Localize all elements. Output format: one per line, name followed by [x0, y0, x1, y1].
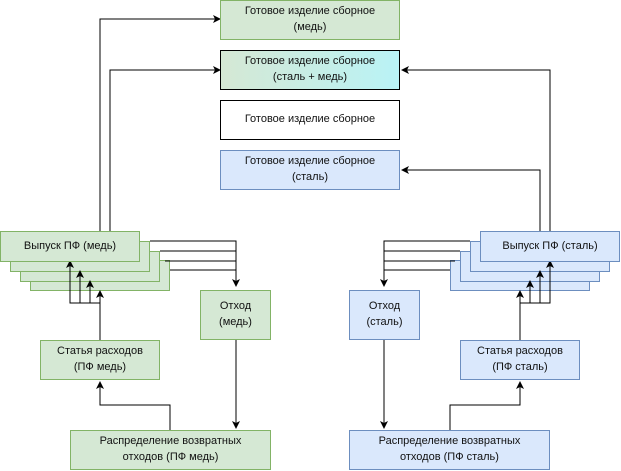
waste-steel-line2: (сталь) — [366, 316, 403, 328]
product-steel-copper-box[interactable]: Готовое изделие сборное (сталь + медь) — [220, 50, 400, 90]
arrow-expense-steel-to-release-1 — [519, 260, 554, 340]
arrow-release-steel-to-product-mixed — [401, 66, 551, 231]
product-steel-copper-line1: Готовое изделие сборное — [244, 55, 376, 68]
arrow-distribution-steel-to-expense — [449, 381, 524, 430]
release-steel-label: Выпуск ПФ (сталь) — [502, 239, 598, 252]
product-steel-copper-line2: (сталь + медь) — [272, 71, 348, 83]
expense-copper-line2: (ПФ медь) — [73, 361, 127, 373]
arrow-release-copper-to-product-copper — [99, 15, 221, 231]
waste-steel-box[interactable]: Отход (сталь) — [349, 290, 420, 340]
waste-copper-box[interactable]: Отход (медь) — [200, 290, 271, 340]
expense-copper-box[interactable]: Статья расходов (ПФ медь) — [40, 340, 160, 380]
release-steel-box[interactable]: Выпуск ПФ (сталь) — [480, 231, 620, 262]
distribution-steel-box[interactable]: Распределение возвратных отходов (ПФ стал… — [349, 430, 550, 470]
arrow-release-steel-to-waste-1 — [380, 240, 470, 287]
product-plain-line1: Готовое изделие сборное — [244, 113, 376, 126]
release-copper-label: Выпуск ПФ (медь) — [23, 239, 117, 252]
product-copper-line1: Готовое изделие сборное — [244, 5, 376, 18]
product-plain-box[interactable]: Готовое изделие сборное — [220, 100, 400, 140]
waste-copper-line1: Отход — [219, 300, 252, 313]
arrow-release-copper-to-waste-1 — [150, 240, 240, 287]
arrow-expense-copper-to-release-3 — [86, 280, 100, 304]
distribution-steel-line2: отходов (ПФ сталь) — [400, 451, 499, 463]
product-copper-box[interactable]: Готовое изделие сборное (медь) — [220, 0, 400, 40]
product-steel-box[interactable]: Готовое изделие сборное (сталь) — [220, 150, 400, 190]
distribution-copper-line1: Распределение возвратных — [99, 435, 242, 448]
distribution-copper-box[interactable]: Распределение возвратных отходов (ПФ медь… — [70, 430, 271, 470]
product-steel-line1: Готовое изделие сборное — [244, 155, 376, 168]
arrow-expense-steel-to-release-3 — [520, 280, 534, 304]
arrow-release-copper-to-product-mixed — [109, 66, 221, 231]
arrow-distribution-copper-to-expense — [96, 381, 171, 430]
expense-steel-line2: (ПФ сталь) — [492, 361, 548, 373]
product-steel-line2: (сталь) — [291, 171, 328, 183]
expense-steel-line1: Статья расходов — [477, 345, 563, 358]
waste-copper-line2: (медь) — [219, 316, 252, 328]
product-copper-line2: (медь) — [293, 21, 327, 33]
distribution-copper-line2: отходов (ПФ медь) — [122, 451, 219, 463]
waste-steel-line1: Отход — [368, 300, 401, 313]
arrow-release-steel-to-product-steel — [401, 166, 541, 231]
arrow-expense-copper-to-release-1 — [66, 260, 101, 340]
release-copper-box[interactable]: Выпуск ПФ (медь) — [0, 231, 140, 262]
distribution-steel-line1: Распределение возвратных — [378, 435, 521, 448]
expense-steel-box[interactable]: Статья расходов (ПФ сталь) — [460, 340, 580, 380]
expense-copper-line1: Статья расходов — [57, 345, 143, 358]
